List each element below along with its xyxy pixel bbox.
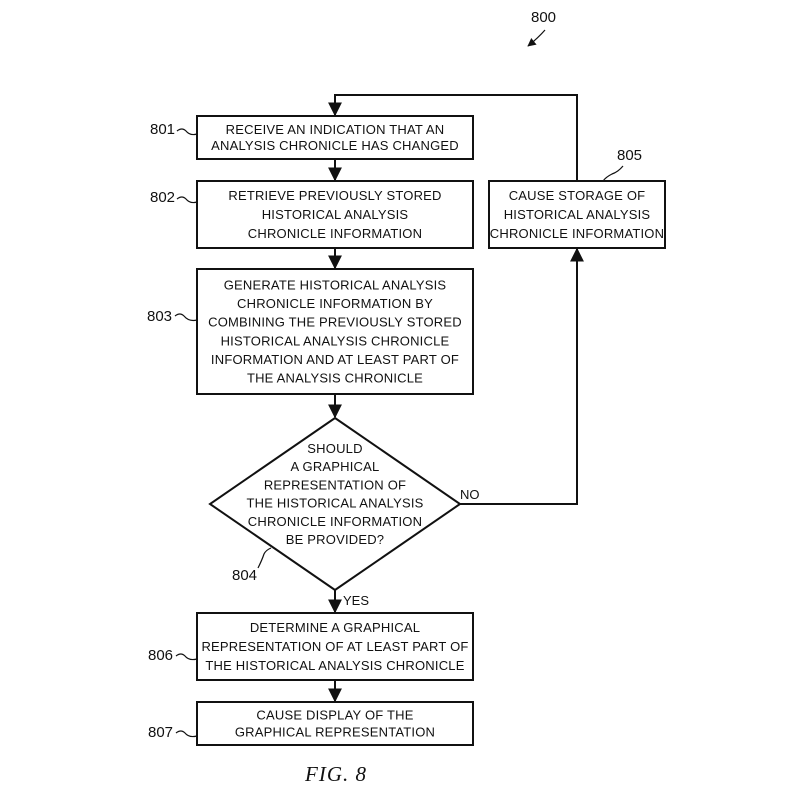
- step-805-text: CAUSE STORAGE OF HISTORICAL ANALYSIS CHRON…: [490, 188, 664, 241]
- text-line: BE PROVIDED?: [286, 532, 385, 547]
- text-line: REPRESENTATION OF: [264, 477, 406, 492]
- text-line: HISTORICAL ANALYSIS CHRONICLE: [221, 333, 450, 348]
- figure-caption: FIG. 8: [304, 762, 367, 786]
- step-805-leader: [603, 166, 623, 181]
- figure-number-pointer: [528, 30, 545, 46]
- step-801-ref: 801: [150, 121, 175, 138]
- text-line: ANALYSIS CHRONICLE HAS CHANGED: [211, 138, 459, 153]
- step-807-ref: 807: [148, 724, 173, 741]
- text-line: CHRONICLE INFORMATION: [248, 226, 422, 241]
- text-line: HISTORICAL ANALYSIS: [262, 207, 409, 222]
- step-802-leader: [177, 197, 197, 203]
- step-805-ref: 805: [617, 147, 642, 164]
- text-line: GRAPHICAL REPRESENTATION: [235, 725, 435, 740]
- text-line: REPRESENTATION OF AT LEAST PART OF: [201, 639, 468, 654]
- text-line: HISTORICAL ANALYSIS: [504, 207, 651, 222]
- text-line: CHRONICLE INFORMATION: [248, 514, 422, 529]
- text-line: A GRAPHICAL: [291, 459, 380, 474]
- step-806-ref: 806: [148, 647, 173, 664]
- text-line: DETERMINE A GRAPHICAL: [250, 620, 420, 635]
- step-802-ref: 802: [150, 189, 175, 206]
- text-line: CHRONICLE INFORMATION BY: [237, 296, 433, 311]
- text-line: THE ANALYSIS CHRONICLE: [247, 371, 423, 386]
- arrow-804-to-805-no: [460, 249, 577, 504]
- step-801-text: RECEIVE AN INDICATION THAT ANANALYSIS CH…: [211, 122, 459, 153]
- text-line: RECEIVE AN INDICATION THAT AN: [226, 122, 445, 137]
- text-line: CAUSE DISPLAY OF THE: [256, 708, 413, 723]
- text-line: COMBINING THE PREVIOUSLY STORED: [208, 315, 462, 330]
- step-806-leader: [176, 654, 197, 660]
- text-line: INFORMATION AND AT LEAST PART OF: [211, 352, 459, 367]
- text-line: THE HISTORICAL ANALYSIS CHRONICLE: [205, 658, 464, 673]
- figure-number-label: 800: [531, 9, 556, 26]
- decision-804-leader: [258, 548, 271, 568]
- step-803-leader: [175, 314, 197, 321]
- step-807-leader: [176, 731, 197, 737]
- text-line: GENERATE HISTORICAL ANALYSIS: [224, 278, 447, 293]
- step-803-ref: 803: [147, 308, 172, 325]
- step-801-leader: [177, 129, 197, 135]
- text-line: RETRIEVE PREVIOUSLY STORED: [228, 188, 441, 203]
- decision-804-ref: 804: [232, 567, 257, 584]
- text-line: CAUSE STORAGE OF: [509, 188, 646, 203]
- text-line: THE HISTORICAL ANALYSIS: [246, 496, 423, 511]
- text-line: CHRONICLE INFORMATION: [490, 226, 664, 241]
- text-line: SHOULD: [307, 441, 362, 456]
- branch-yes-label: YES: [343, 593, 369, 608]
- branch-no-label: NO: [460, 487, 480, 502]
